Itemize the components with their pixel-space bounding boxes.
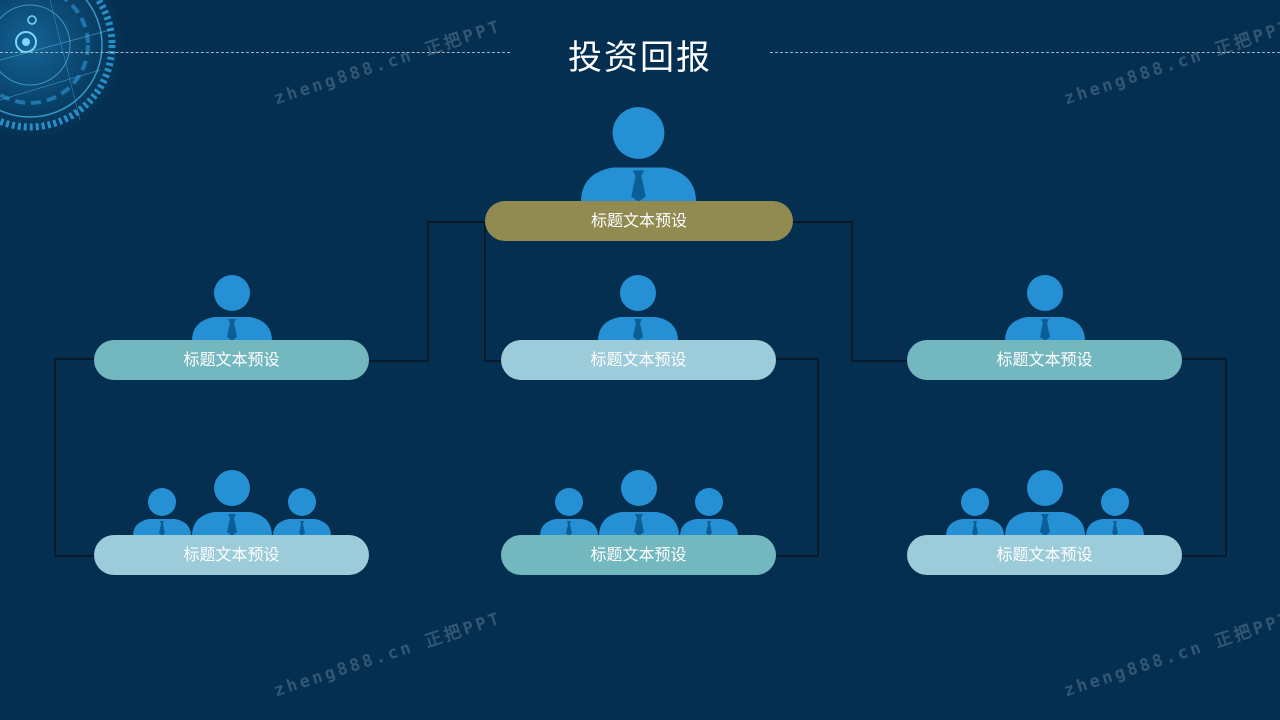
people-group-icon [946,470,1144,536]
people-group-icon [133,470,331,536]
person-icon [598,275,678,341]
connector-root-to-left [368,221,485,362]
tech-circle-decoration [0,0,125,140]
title-rule-left [0,52,510,53]
title-rule-right [770,52,1280,53]
connector-center-to-bottom-center [775,358,819,557]
connector-root-to-right [793,221,908,362]
org-node-level3-left: 标题文本预设 [94,535,369,575]
org-node-level2-left: 标题文本预设 [94,340,369,380]
person-icon [192,275,272,341]
people-group-icon [540,470,738,536]
person-icon [581,107,696,202]
person-icon [1005,275,1085,341]
org-node-level2-center: 标题文本预设 [501,340,776,380]
connector-right-to-bottom-right [1181,358,1227,557]
page-title: 投资回报 [568,38,712,78]
connector-left-to-bottom-left [54,358,95,557]
org-node-level2-right: 标题文本预设 [907,340,1182,380]
org-node-level3-right: 标题文本预设 [907,535,1182,575]
connector-root-to-center [484,222,502,362]
org-node-level3-center: 标题文本预设 [501,535,776,575]
org-node-root: 标题文本预设 [485,201,793,241]
